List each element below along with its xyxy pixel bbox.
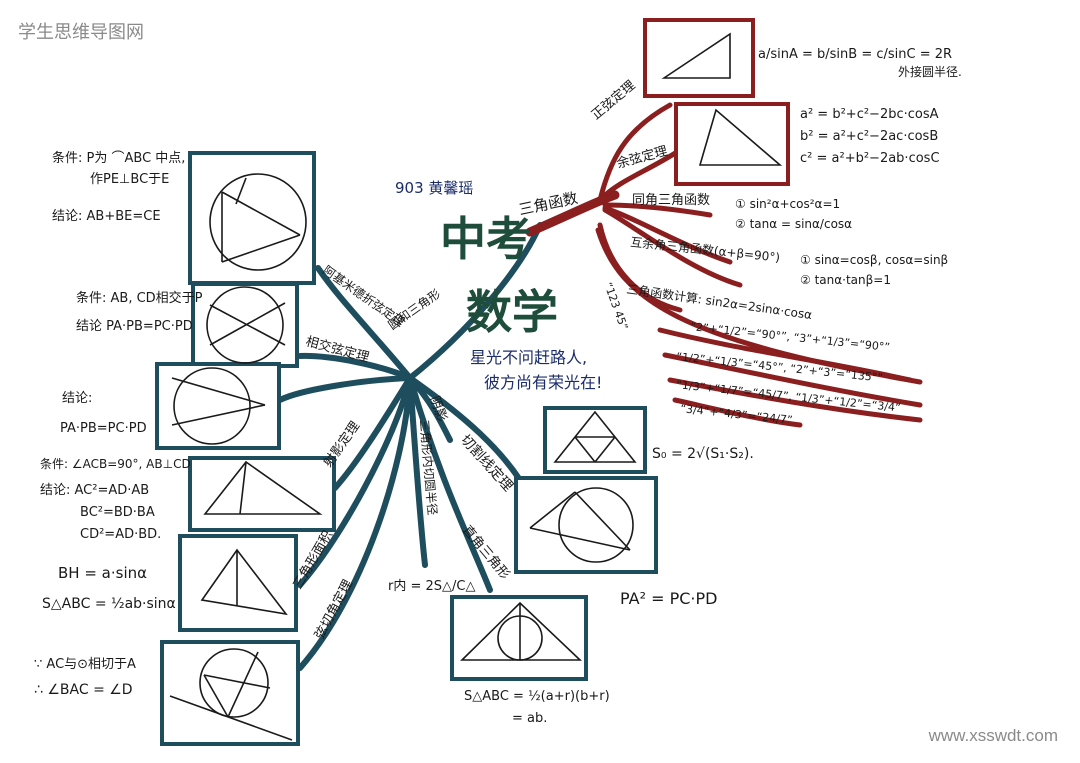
tangent-chord-figure-box <box>160 640 300 746</box>
sine-note: 外接圆半径. <box>898 64 962 79</box>
tangent-chord-1: ∵ AC与⊙相切于A <box>34 657 136 672</box>
red-branches <box>525 102 923 428</box>
motto-line2: 彼方尚有荣光在! <box>484 373 602 392</box>
cos-formula-2: b² = a²+c²−2ac·cosB <box>800 129 938 144</box>
same-formula-2: ② tanα = sinα/cosα <box>735 217 852 231</box>
comp-formula-1: ① sinα=cosβ, cosα=sinβ <box>800 253 948 267</box>
red-figure-boxes <box>643 18 790 186</box>
motto-line1: 星光不问赶路人, <box>470 348 587 367</box>
proj-conclusion-1: 结论: AC²=AD·AB <box>40 483 149 498</box>
teal-branches <box>277 222 543 671</box>
sine-figure-box <box>643 18 755 98</box>
figure-drawings <box>169 32 783 741</box>
same-angle-label: 同角三角函数 <box>632 193 710 208</box>
watermark-top: 学生思维导图网 <box>18 22 144 42</box>
proj-condition: 条件: ∠ACB=90°, AB⊥CD <box>40 457 191 471</box>
secant-figure-box <box>514 476 658 574</box>
sine-law-label: 正弦定理 <box>588 77 638 123</box>
angle-row-4: “3/4”+“4/3”=“24/7” <box>680 402 793 427</box>
chord-conclusion: 结论 PA·PB=PC·PD <box>76 319 193 334</box>
cos-formula-1: a² = b²+c²−2bc·cosA <box>800 107 939 122</box>
shadow-formula: S₀ = 2√(S₁·S₂). <box>652 446 754 462</box>
incircle-formula: r内 = 2S△/C△ <box>388 578 475 594</box>
arch-condition-2: 作PE⊥BC于E <box>90 172 169 187</box>
area-formula-2: S△ABC = ½ab·sinα <box>42 596 176 612</box>
projective-figure-box <box>188 456 336 532</box>
incircle-figure-box <box>450 595 588 681</box>
arch-condition-1: 条件: P为 ⌒ABC 中点, <box>52 150 185 166</box>
secant2-conclusion-2: PA·PB=PC·PD <box>60 421 147 436</box>
same-formula-1: ① sin²α+cos²α=1 <box>735 197 840 211</box>
incircle-area: S△ABC = ½(a+r)(b+r) <box>464 689 610 704</box>
arch-conclusion: 结论: AB+BE=CE <box>52 209 161 224</box>
cos-figure-box <box>674 102 790 186</box>
sine-formula: a/sinA = b/sinB = c/sinC = 2R <box>758 47 952 62</box>
tangent-chord-2: ∴ ∠BAC = ∠D <box>34 682 133 698</box>
cos-formula-3: c² = a²+b²−2ab·cosC <box>800 151 940 166</box>
author: 903 黄馨瑶 <box>395 179 473 197</box>
chord-condition: 条件: AB, CD相交于P <box>76 290 203 306</box>
secant-formula: PA² = PC·PD <box>620 589 717 608</box>
watermark-bottom: www.xsswdt.com <box>928 726 1058 745</box>
title-line1: 中考 <box>440 212 532 266</box>
proj-conclusion-3: CD²=AD·BD. <box>80 527 161 542</box>
secant2-conclusion-1: 结论: <box>62 391 92 406</box>
figure-boxes <box>155 151 658 746</box>
area-formula-1: BH = a·sinα <box>58 564 147 582</box>
proj-conclusion-2: BC²=BD·BA <box>80 505 155 520</box>
incircle-area-2: = ab. <box>512 711 547 726</box>
archimedes-figure-box <box>188 151 316 285</box>
title-line2: 数学 <box>466 285 558 339</box>
tangent-chord-label: 弦切角定理 <box>311 577 356 642</box>
comp-angle-label: 互余角三角函数(α+β=90°) <box>630 234 781 265</box>
comp-formula-2: ② tanα·tanβ=1 <box>800 273 891 287</box>
